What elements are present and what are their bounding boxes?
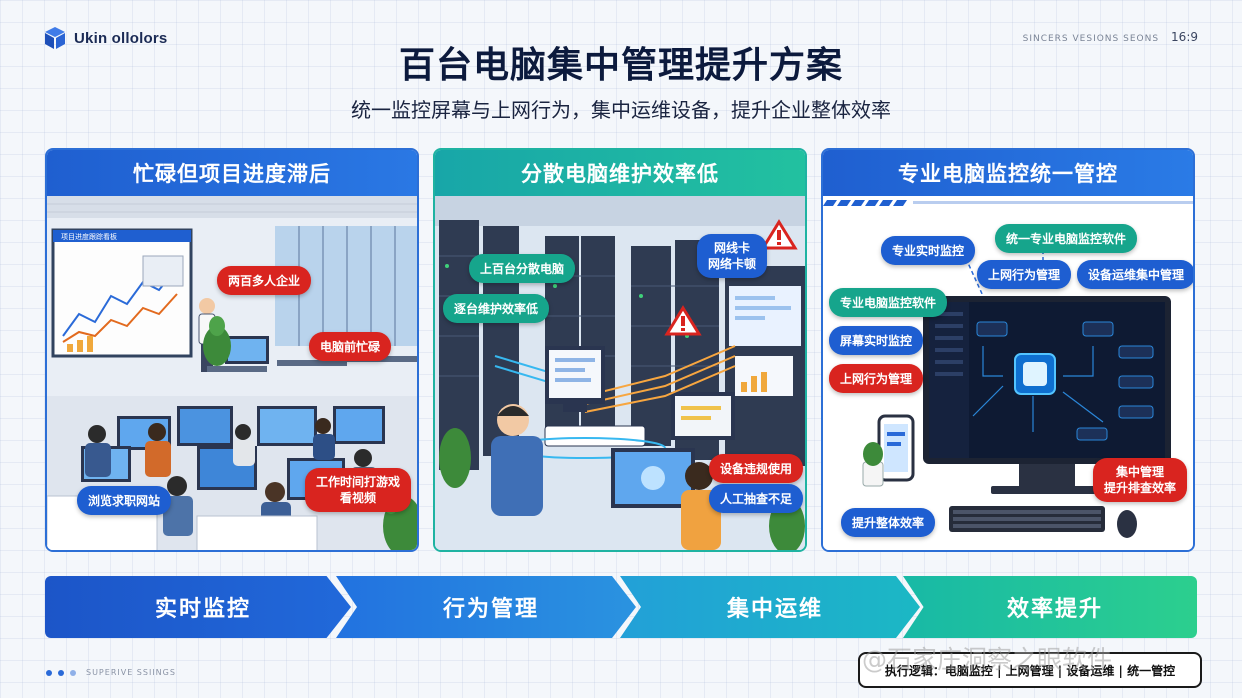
step-label: 行为管理	[442, 597, 539, 622]
aspect-ratio: 16:9	[1171, 30, 1198, 44]
callout-central-management: 集中管理 提升排查效率	[1093, 458, 1188, 502]
page-title: 百台电脑集中管理提升方案	[398, 45, 843, 86]
step-label: 实时监控	[154, 597, 251, 622]
step-efficiency-boost: 效率提升	[903, 576, 1197, 638]
dot-indicator	[46, 669, 52, 676]
callout-web-behavior-management: 上网行为管理	[829, 364, 924, 393]
panel-heading: 忙碌但项目进度滞后	[47, 150, 417, 196]
brand-name: Ukin ollolors	[74, 29, 168, 47]
panel-busy-but-delayed: 忙碌但项目进度滞后 项目进度跟踪看板	[45, 148, 419, 552]
top-right-meta: SINCERS VESIONS SEONS 16:9	[1023, 30, 1198, 44]
brand-logo: Ukin ollolors	[44, 26, 167, 50]
callout-monitoring-software: 专业电脑监控软件	[829, 288, 948, 317]
panel-heading: 专业电脑监控统一管控	[823, 150, 1193, 196]
callout-device-misuse: 设备违规使用	[709, 454, 804, 483]
callout-manual-checks: 人工抽查不足	[709, 484, 804, 513]
step-label: 效率提升	[1006, 597, 1103, 622]
warning-icon	[760, 219, 798, 250]
panel-scattered-maintenance: 分散电脑维护效率低	[433, 148, 807, 552]
top-right-label: SINCERS VESIONS SEONS	[1022, 34, 1160, 44]
panel-heading: 分散电脑维护效率低	[435, 150, 805, 196]
page-subtitle: 统一监控屏幕与上网行为，集中运维设备，提升企业整体效率	[351, 98, 891, 122]
callout-job-sites: 浏览求职网站	[77, 486, 172, 515]
callout-busy-at-pc: 电脑前忙碌	[309, 332, 392, 361]
warning-icon	[664, 305, 702, 336]
footer-caption: SUPERIVE SSIINGS	[86, 668, 176, 677]
callout-two-hundred-staff: 两百多人企业	[217, 266, 312, 295]
cube-logo-icon	[45, 27, 65, 49]
watermark: @石家庄洞察之眼软件	[862, 645, 1113, 674]
panel-unified-control: 专业电脑监控统一管控	[821, 148, 1195, 552]
dot-indicator	[70, 669, 76, 676]
server-room-illustration: 上百台分散电脑 逐台维护效率低 网线卡 网络卡顿 设备违规使用 人工抽查不足	[435, 196, 805, 550]
callout-network-lag: 网线卡 网络卡顿	[697, 234, 768, 278]
monitoring-illustration: 专业实时监控 统一专业电脑监控软件 上网行为管理 设备运维集中管理 专业电脑监控…	[823, 196, 1193, 550]
dot-indicator	[58, 669, 64, 676]
callout-overall-efficiency: 提升整体效率	[841, 508, 936, 537]
step-behavior-management: 行为管理	[336, 576, 636, 638]
office-illustration: 项目进度跟踪看板	[47, 196, 417, 550]
office-scene-image: 项目进度跟踪看板	[47, 196, 417, 550]
execution-logic-summary: 执行逻辑：电脑监控 | 上网管理 | 设备运维 | 统一管控	[858, 652, 1202, 688]
callout-web-behavior-top: 上网行为管理	[977, 260, 1072, 289]
page-dots: SUPERIVE SSIINGS	[46, 668, 176, 677]
step-centralized-ops: 集中运维	[620, 576, 920, 638]
callout-device-ops-centralized: 设备运维集中管理	[1077, 260, 1193, 289]
callout-screen-realtime-monitor: 屏幕实时监控	[829, 326, 924, 355]
step-realtime-monitoring: 实时监控	[45, 576, 351, 638]
callout-games-videos: 工作时间打游戏 看视频	[305, 468, 412, 512]
callout-professional-realtime-monitor: 专业实时监控	[881, 236, 976, 265]
callout-hundreds-of-pcs: 上百台分散电脑	[469, 254, 576, 283]
callout-unified-monitoring-software: 统一专业电脑监控软件	[995, 224, 1138, 253]
board-title: 项目进度跟踪看板	[61, 232, 117, 241]
callout-one-by-one-maintenance: 逐台维护效率低	[443, 294, 550, 323]
step-label: 集中运维	[726, 597, 823, 622]
